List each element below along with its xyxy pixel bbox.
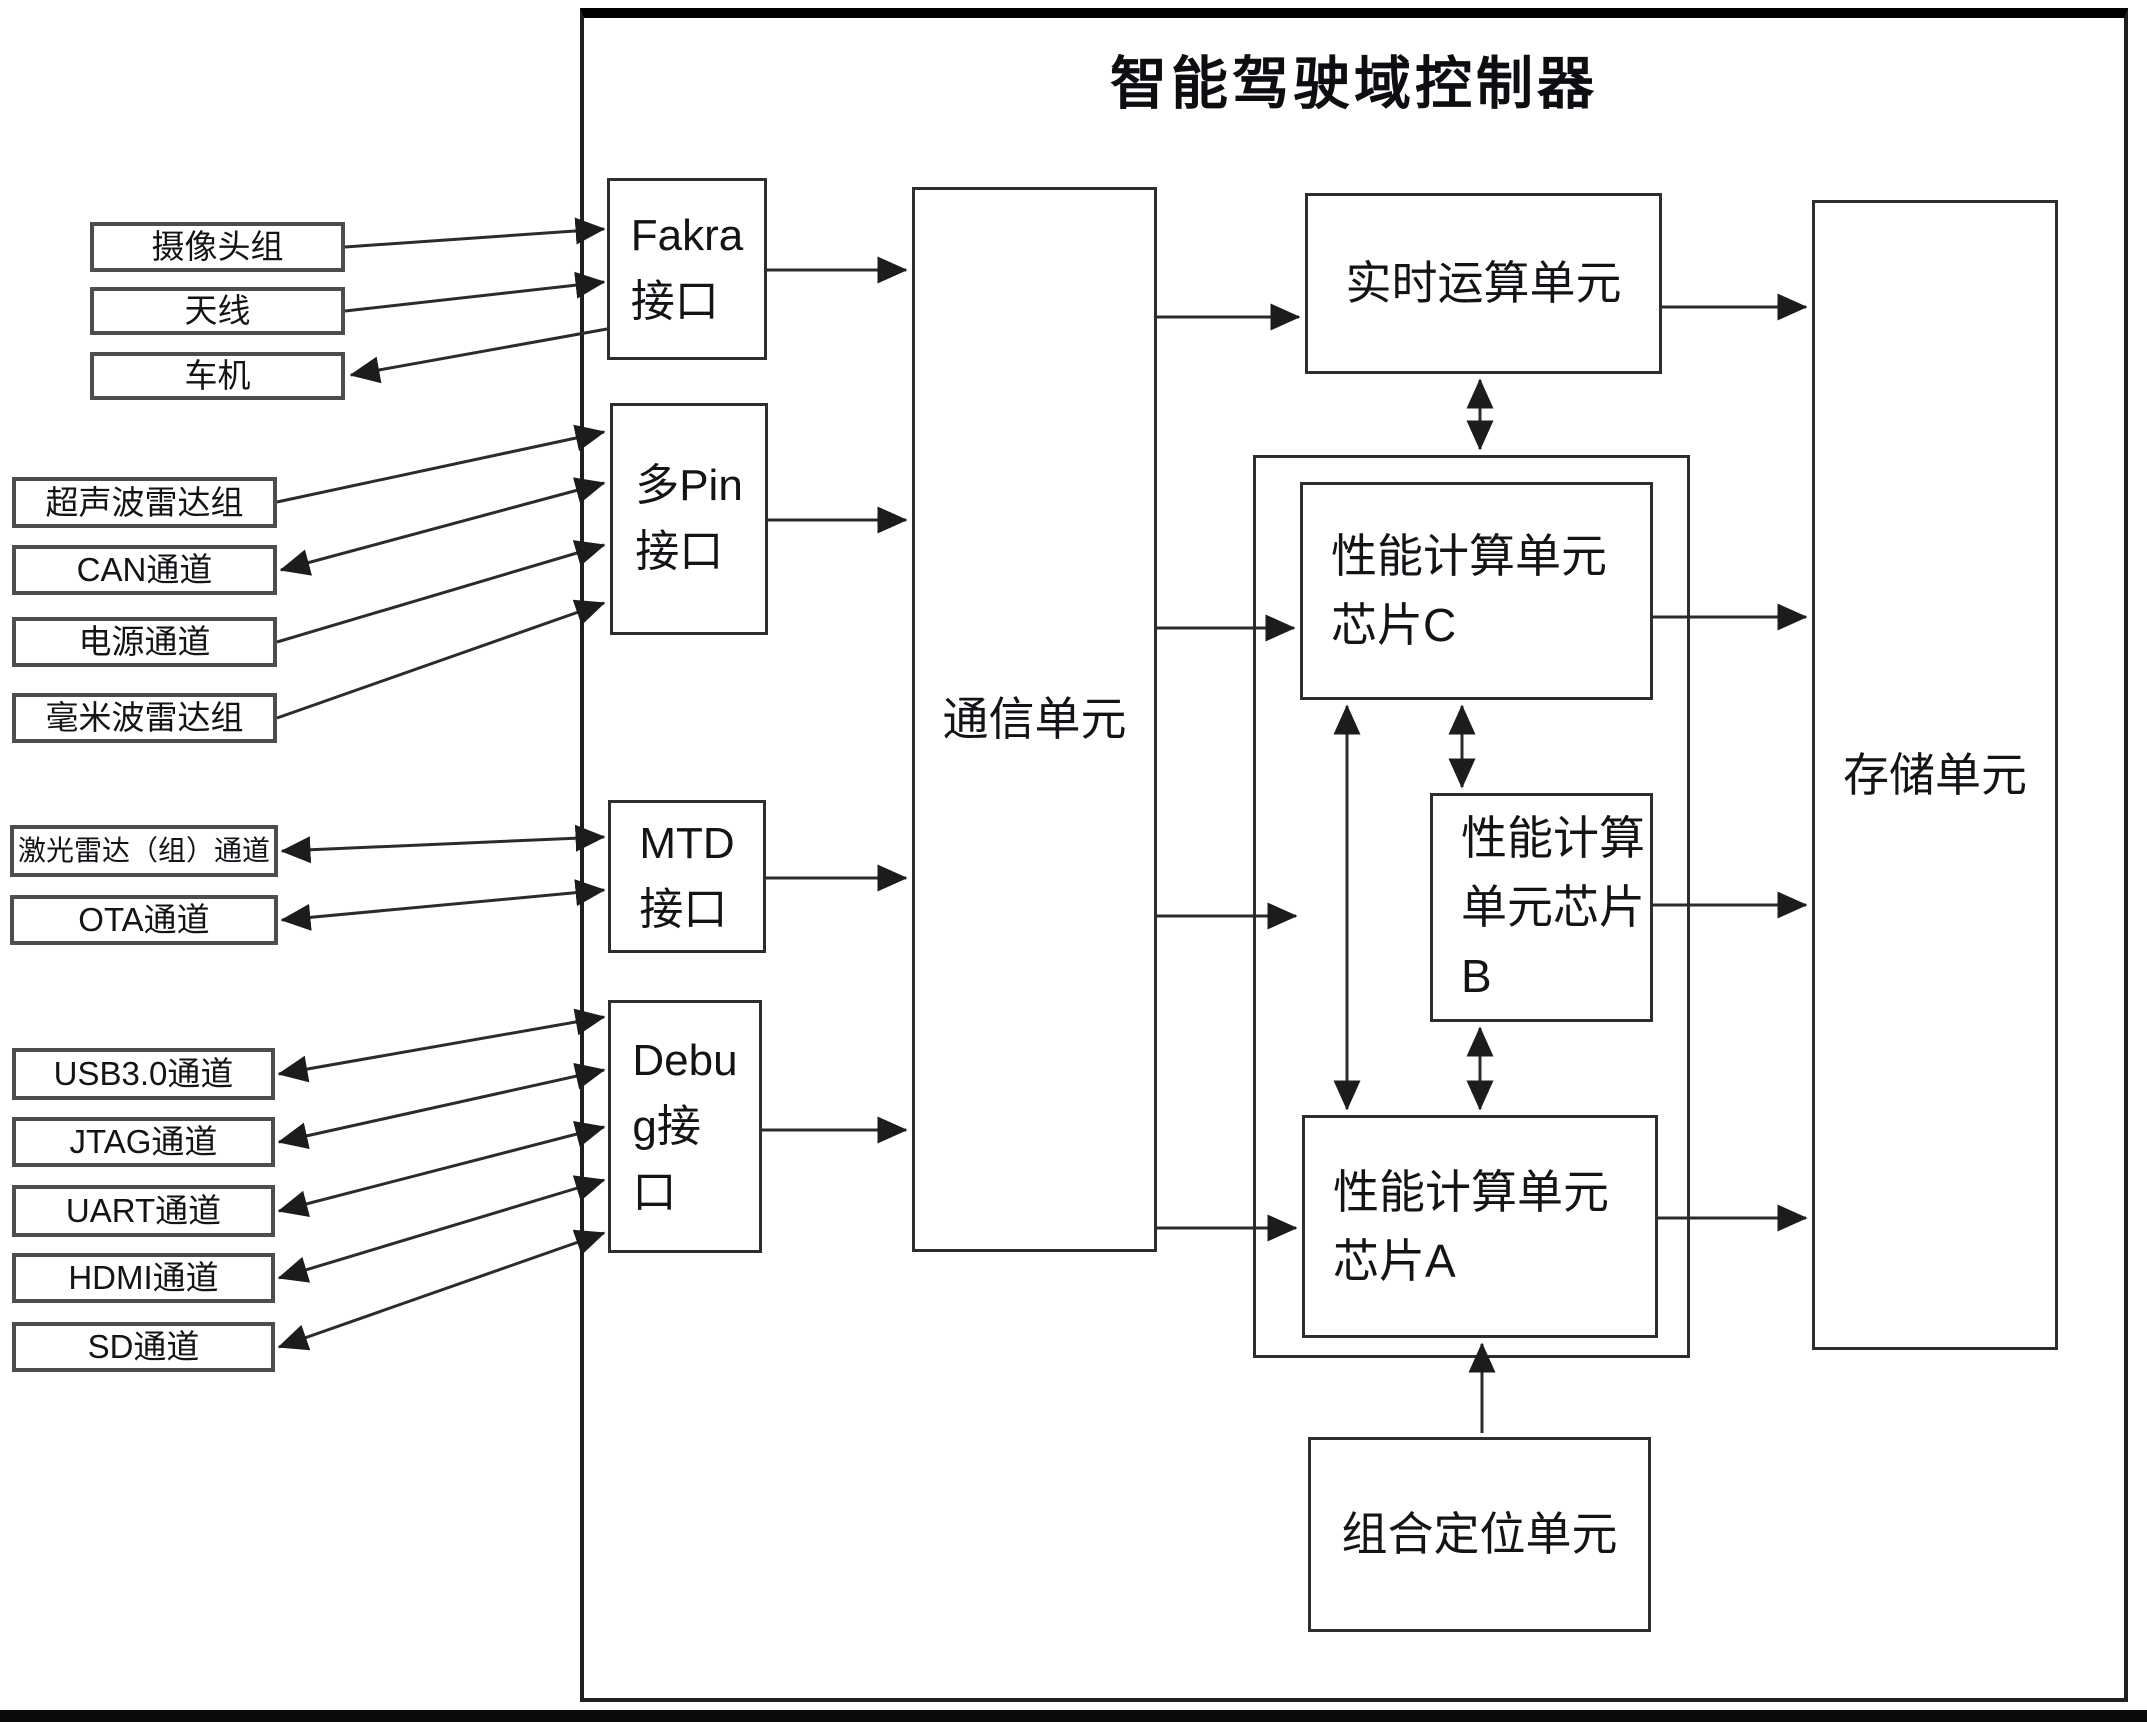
node-usb30-channel: USB3.0通道 (12, 1048, 275, 1100)
edge-sd-channel--debug-interface (277, 1229, 606, 1351)
node-label-chip-b: 性能计算 单元芯片 B (1461, 812, 1645, 1002)
node-chip-a: 性能计算单元 芯片A (1302, 1115, 1658, 1338)
diagram-title: 智能驾驶域控制器 (1110, 52, 1598, 116)
node-label-multi-pin-interface: 多Pin 接口 (635, 461, 743, 576)
edge-uart-channel--debug-interface (277, 1121, 606, 1217)
node-label-can-channel: CAN通道 (76, 551, 213, 589)
node-label-chip-c: 性能计算单元 芯片C (1331, 530, 1607, 651)
node-chip-b: 性能计算 单元芯片 B (1430, 793, 1653, 1022)
node-multi-pin-interface: 多Pin 接口 (610, 403, 768, 635)
node-car-host: 车机 (90, 352, 345, 400)
node-sd-channel: SD通道 (12, 1322, 275, 1372)
node-mtd-interface: MTD 接口 (608, 800, 766, 953)
node-label-lidar-group-channel: 激光雷达（组）通道 (17, 834, 270, 866)
node-ultrasonic-radar-group: 超声波雷达组 (12, 477, 277, 528)
edge-usb30-channel--debug-interface (277, 1008, 606, 1083)
node-label-antenna: 天线 (184, 292, 251, 330)
node-power-channel: 电源通道 (12, 617, 277, 667)
node-label-mtd-interface: MTD 接口 (639, 818, 735, 934)
edge-lidar-group-channel--mtd-interface (280, 824, 606, 864)
node-label-sd-channel: SD通道 (87, 1328, 200, 1366)
node-camera-group: 摄像头组 (90, 222, 345, 272)
node-can-channel: CAN通道 (12, 545, 277, 595)
node-jtag-channel: JTAG通道 (12, 1117, 275, 1167)
edge-can-channel--multi-pin-interface (279, 477, 606, 576)
node-positioning-unit: 组合定位单元 (1308, 1437, 1651, 1632)
node-mmwave-radar-group: 毫米波雷达组 (12, 693, 277, 743)
node-label-jtag-channel: JTAG通道 (69, 1123, 218, 1161)
node-label-car-host: 车机 (184, 357, 251, 395)
node-label-ota-channel: OTA通道 (78, 901, 210, 939)
node-fakra-interface: Fakra 接口 (607, 178, 767, 360)
node-ota-channel: OTA通道 (10, 895, 278, 945)
node-label-mmwave-radar-group: 毫米波雷达组 (45, 699, 244, 737)
node-uart-channel: UART通道 (12, 1185, 275, 1237)
node-hdmi-channel: HDMI通道 (12, 1253, 275, 1303)
edge-power-channel--multi-pin-interface (276, 540, 606, 644)
node-label-camera-group: 摄像头组 (151, 228, 284, 266)
node-realtime-unit: 实时运算单元 (1305, 193, 1662, 374)
node-antenna: 天线 (90, 287, 345, 335)
node-storage-unit: 存储单元 (1812, 200, 2058, 1350)
edge-ultrasonic-radar-group--multi-pin-interface (276, 424, 606, 504)
edge-fakra-interface--car-host (349, 327, 608, 384)
node-label-usb30-channel: USB3.0通道 (53, 1055, 234, 1093)
node-label-storage-unit: 存储单元 (1843, 748, 2027, 801)
node-label-comm-unit: 通信单元 (942, 693, 1127, 745)
node-comm-unit: 通信单元 (912, 187, 1157, 1252)
node-label-fakra-interface: Fakra 接口 (630, 211, 744, 326)
node-lidar-group-channel: 激光雷达（组）通道 (10, 825, 278, 877)
edge-ota-channel--mtd-interface (280, 879, 606, 931)
node-label-uart-channel: UART通道 (65, 1192, 222, 1230)
node-label-power-channel: 电源通道 (78, 623, 211, 661)
node-label-realtime-unit: 实时运算单元 (1345, 257, 1622, 309)
node-debug-interface: Debu g接 口 (608, 1000, 762, 1253)
edge-hdmi-channel--debug-interface (277, 1175, 606, 1283)
edge-jtag-channel--debug-interface (277, 1062, 606, 1150)
node-label-hdmi-channel: HDMI通道 (68, 1259, 219, 1297)
edge-antenna--fakra-interface (344, 271, 606, 313)
node-chip-c: 性能计算单元 芯片C (1300, 482, 1653, 700)
page-bottom-rule (0, 1710, 2147, 1722)
node-label-chip-a: 性能计算单元 芯片A (1333, 1165, 1609, 1287)
node-label-debug-interface: Debu g接 口 (632, 1035, 738, 1217)
edge-mmwave-radar-group--multi-pin-interface (276, 599, 606, 720)
edge-camera-group--fakra-interface (344, 217, 606, 249)
node-label-ultrasonic-radar-group: 超声波雷达组 (45, 483, 244, 521)
node-label-positioning-unit: 组合定位单元 (1341, 1508, 1618, 1560)
